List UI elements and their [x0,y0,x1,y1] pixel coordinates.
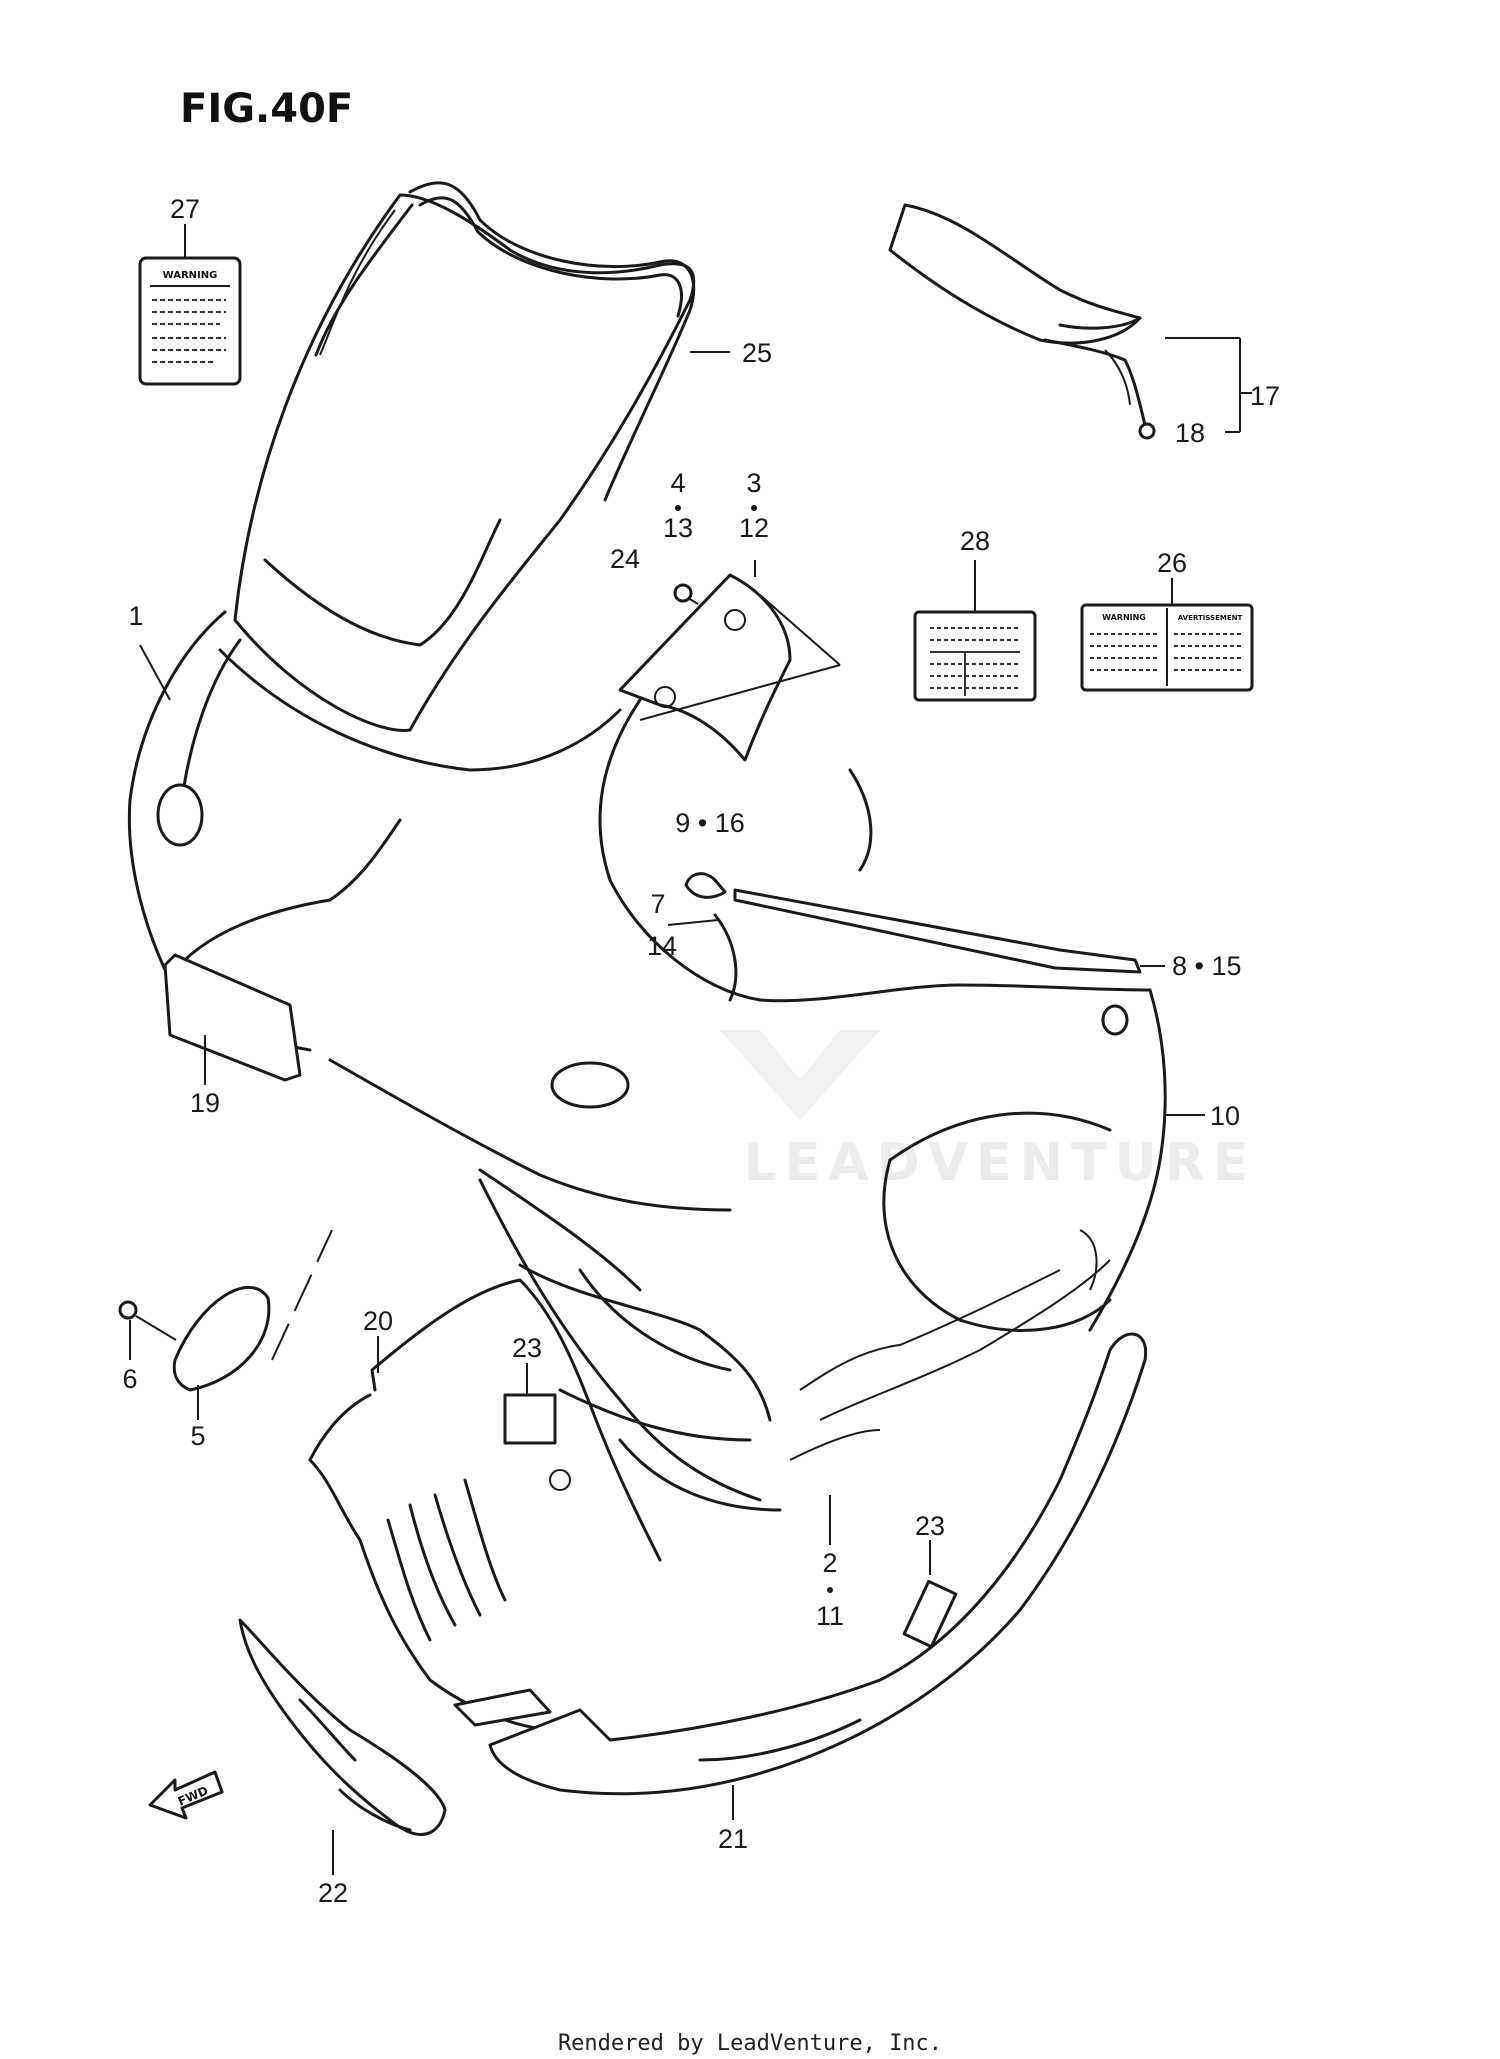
callout-24[interactable]: 24 [610,544,640,574]
figure-title: FIG.40F [180,86,353,132]
part-22-lower-bracket[interactable] [238,1618,447,1875]
part-3-inner-panel[interactable] [618,560,841,762]
callout-dot-4-13 [675,505,681,511]
part-23-pad-left[interactable] [503,1363,557,1445]
callout-10[interactable]: 10 [1210,1101,1240,1131]
part-6-screw[interactable] [118,1300,177,1360]
part-10-side-cowling[interactable] [328,698,1205,1512]
part-20-lower-cowl[interactable] [308,1278,662,1732]
callout-1[interactable]: 1 [128,601,143,631]
callout-25[interactable]: 25 [742,338,772,368]
callout-separator-dot [827,1587,833,1593]
callout-13[interactable]: 13 [663,513,693,543]
callout-18[interactable]: 18 [1175,418,1205,448]
callout-23-right[interactable]: 23 [915,1511,945,1541]
callout-19[interactable]: 19 [190,1088,220,1118]
part-8-trim-strip[interactable] [733,888,1165,974]
label-26-heading-a: WARNING [1102,613,1146,622]
footer-credit: Rendered by LeadVenture, Inc. [558,2031,942,2056]
fwd-arrow-icon: FWD [148,1770,224,1820]
part-26-warning-label[interactable]: WARNING AVERTISSEMENT [1080,578,1254,692]
callout-7[interactable]: 7 [650,889,665,919]
callout-11[interactable]: 11 [816,1601,844,1631]
callout-28[interactable]: 28 [960,526,990,556]
part-24-windscreen[interactable] [233,193,696,732]
callout-6[interactable]: 6 [122,1364,137,1394]
part-7-grommet-strip[interactable] [667,913,738,1002]
part-5-cover[interactable] [172,1229,333,1420]
callout-23-left[interactable]: 23 [512,1333,542,1363]
decal-logo [789,1229,1111,1461]
watermark-text: LEADVENTURE [744,1133,1257,1193]
part-27-warning-label[interactable]: WARNING [138,224,242,386]
callout-20[interactable]: 20 [363,1306,393,1336]
callout-12[interactable]: 12 [739,513,769,543]
part-25-windscreen-trim[interactable] [408,181,730,502]
part-9-clip[interactable] [684,872,727,899]
callout-26[interactable]: 26 [1157,548,1187,578]
callout-9-16[interactable]: 9 • 16 [675,808,745,838]
callout-17[interactable]: 17 [1250,381,1280,411]
callout-4[interactable]: 4 [670,468,685,498]
part-4-screw[interactable] [673,583,699,605]
callout-5[interactable]: 5 [190,1421,205,1451]
callout-labels: 27 25 17 18 4 13 3 12 28 26 24 1 9 • 16 … [122,194,1280,1908]
callout-dot-3-12 [751,505,757,511]
callout-2[interactable]: 2 [822,1548,837,1578]
part-18-screw[interactable] [1138,422,1156,440]
label-26-heading-b: AVERTISSEMENT [1178,614,1243,622]
watermark: LEADVENTURE [720,1030,1257,1193]
part-21-under-cowl[interactable] [488,1332,1148,1820]
part-17-tail-cowl[interactable] [888,203,1252,433]
callout-14[interactable]: 14 [647,931,677,961]
callout-8-15[interactable]: 8 • 15 [1172,951,1242,981]
callout-22[interactable]: 22 [318,1878,348,1908]
part-28-caution-label[interactable] [913,560,1037,702]
callout-3[interactable]: 3 [746,468,761,498]
callout-27[interactable]: 27 [170,194,200,224]
callout-21[interactable]: 21 [718,1824,748,1854]
part-19-reflector[interactable] [163,953,302,1085]
label-27-heading: WARNING [163,270,218,281]
